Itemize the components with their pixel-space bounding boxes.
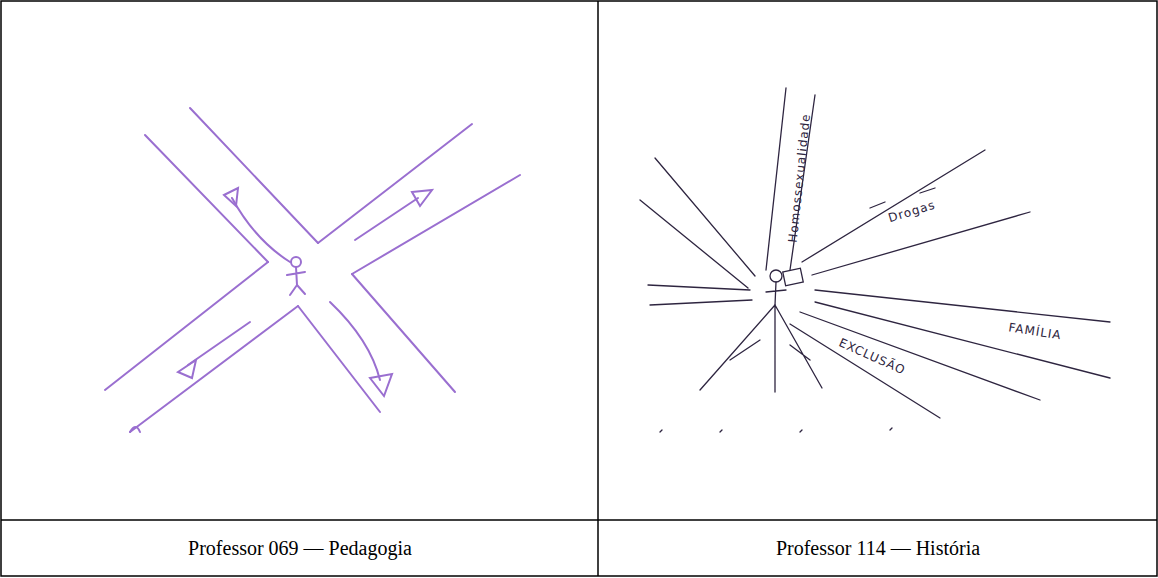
panel-caption: Professor 069 — Pedagogia: [188, 537, 412, 559]
road-word: EXCLUSÃO: [837, 336, 908, 377]
panel-caption: Professor 114 — História: [776, 537, 980, 559]
road-word: FAMÍLIA: [1008, 321, 1063, 342]
road-word: Drogas: [887, 199, 937, 226]
radiating-roads-drawing: [640, 88, 1110, 432]
road-word: Homossexualidade: [787, 113, 814, 243]
crossroads-drawing: [105, 108, 520, 432]
